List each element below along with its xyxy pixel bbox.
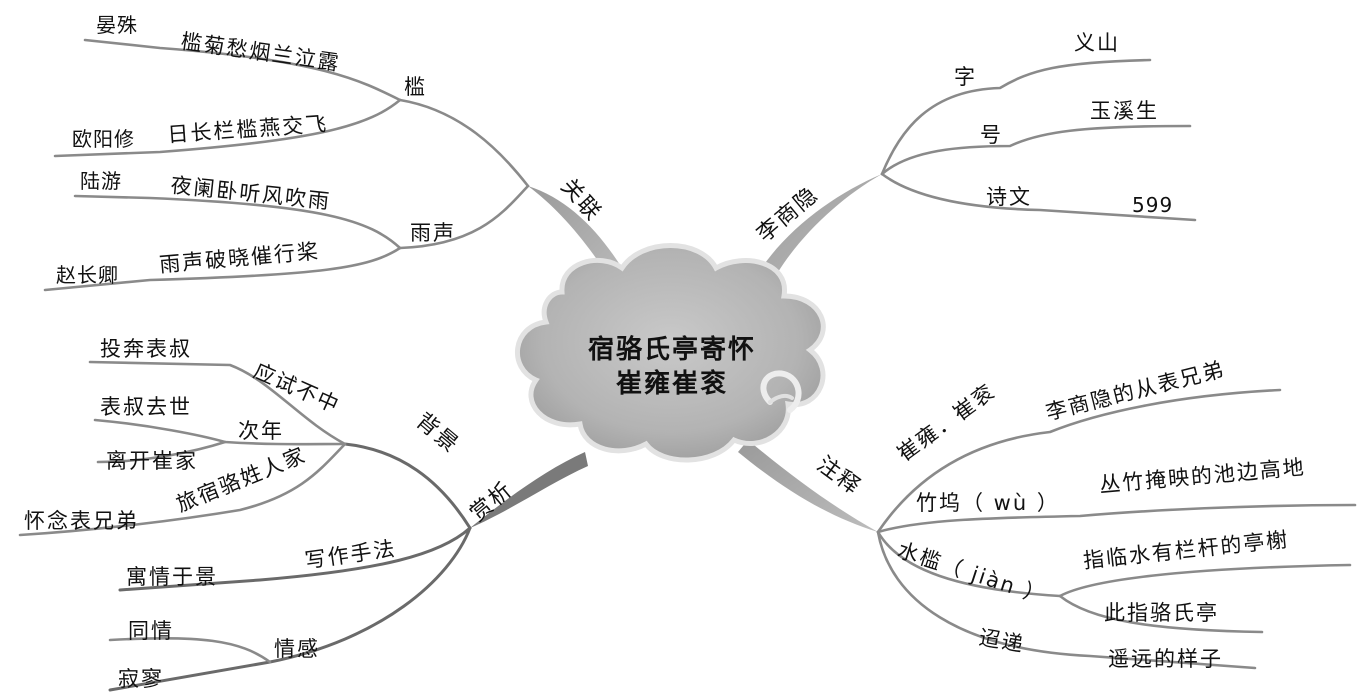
label-qinggan: 情感 [274, 637, 320, 661]
detail-cinian-a: 表叔去世 [100, 395, 192, 419]
label-xiezuo: 写作手法 [303, 536, 397, 573]
label-guanlian: 关联 [556, 174, 607, 226]
detail-xiezuo: 寓情于景 [126, 565, 218, 589]
label-hao: 号 [980, 123, 1003, 147]
value-zhuwu: 丛竹掩映的池边高地 [1098, 455, 1306, 497]
label-yusheng: 雨声 [410, 221, 456, 245]
value-cuiyong: 李商隐的从表兄弟 [1043, 357, 1227, 425]
author-luyou: 陆游 [80, 169, 122, 193]
label-zhuwu: 竹坞（ wù ） [916, 491, 1060, 515]
label-zhushi: 注释 [812, 452, 866, 500]
label-cinian: 次年 [238, 419, 284, 443]
label-jian: 槛 [404, 75, 427, 99]
label-cuiyong: 崔雍．崔衮 [893, 379, 1000, 466]
value-hao: 玉溪生 [1090, 99, 1159, 123]
center-title-line2: 崔雍崔衮 [616, 368, 728, 398]
label-shuijian: 水槛（ jiàn ） [894, 538, 1049, 609]
line-jian-b: 日长栏槛燕交飞 [167, 112, 329, 147]
label-shangxi: 赏析 [466, 477, 519, 527]
author-zhaochangqing: 赵长卿 [56, 263, 119, 287]
label-tiaodi: 迢递 [977, 625, 1026, 657]
center-title-line1: 宿骆氏亭寄怀 [588, 334, 756, 364]
detail-qinggan-b: 寂寥 [118, 667, 164, 691]
author-ouyangxiu: 欧阳修 [72, 127, 135, 151]
value-shuijian-a: 指临水有栏杆的亭榭 [1082, 527, 1290, 573]
author-yanshu: 晏殊 [96, 13, 138, 37]
detail-cinian-b: 离开崔家 [106, 449, 198, 473]
line-jian-a: 槛菊愁烟兰泣露 [179, 29, 342, 75]
value-shiwen: 599 [1132, 193, 1173, 217]
label-shiwen: 诗文 [986, 185, 1032, 209]
label-zi: 字 [954, 65, 977, 89]
detail-qinggan-a: 同情 [128, 619, 174, 643]
detail-lvsu: 怀念表兄弟 [24, 509, 139, 533]
detail-yingshi: 投奔表叔 [100, 337, 192, 361]
line-yusheng-a: 夜阑卧听风吹雨 [169, 173, 332, 214]
value-zi: 义山 [1074, 31, 1120, 55]
line-yusheng-b: 雨声破晓催行桨 [158, 239, 320, 277]
label-beijing: 背景 [411, 409, 464, 459]
value-shuijian-b: 此指骆氏亭 [1104, 601, 1219, 625]
value-tiaodi: 遥远的样子 [1108, 647, 1223, 671]
